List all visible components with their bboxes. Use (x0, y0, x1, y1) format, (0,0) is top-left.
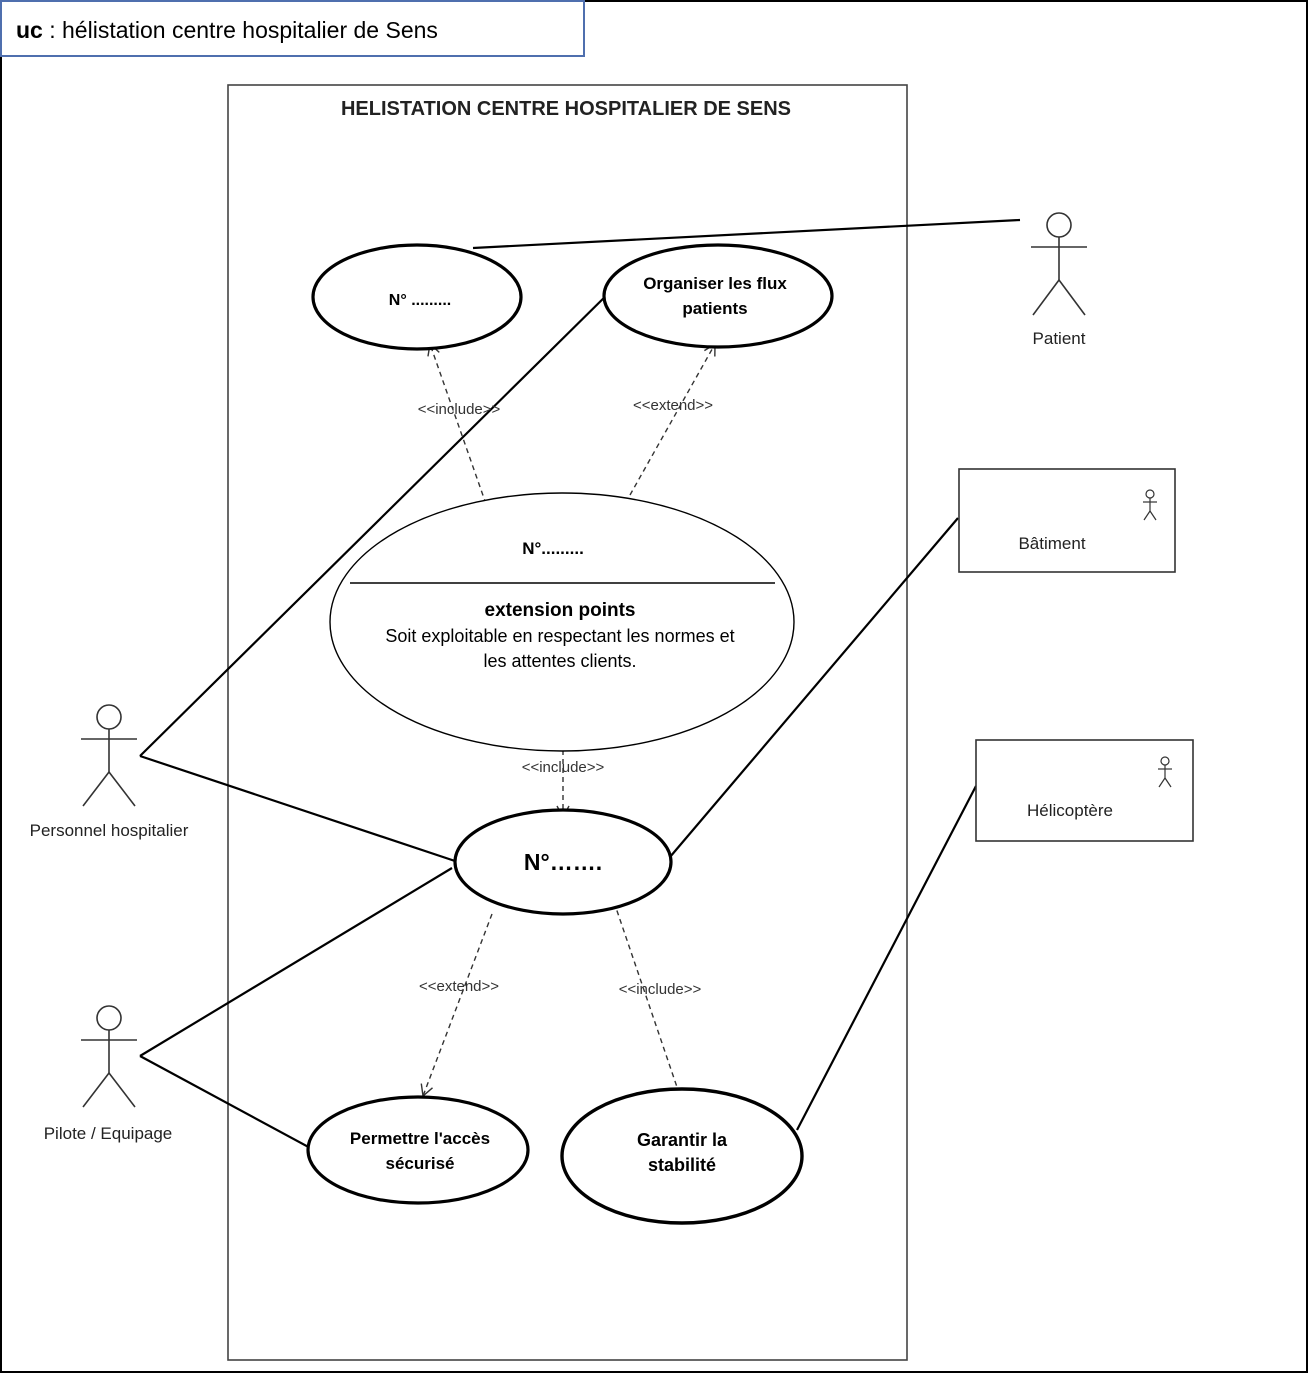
use-case-top-left (311, 243, 523, 351)
actor-batiment-label: Bâtiment (1018, 534, 1085, 553)
extend-top-arrow (629, 342, 716, 496)
patient-head-icon (1046, 212, 1072, 238)
actor-pilote-equipage (81, 1005, 137, 1108)
use-case-acces-line2: sécurisé (386, 1154, 455, 1173)
use-case-organiser-flux (602, 243, 834, 349)
assoc-batiment-main (669, 517, 959, 858)
use-case-center (329, 492, 795, 752)
actor-helicoptere-box (975, 739, 1194, 842)
extension-points-line2: les attentes clients. (483, 651, 636, 671)
include-mid-label: <<include>> (522, 759, 605, 776)
use-case-main-label: N°……. (524, 849, 602, 875)
assoc-pilote-main (139, 867, 453, 1057)
frame-heading: uc : hélistation centre hospitalier de S… (16, 17, 438, 43)
use-case-center-name: N°......... (522, 539, 584, 558)
include-bottom-label: <<include>> (619, 981, 702, 998)
assoc-helicoptere-stabilite (796, 785, 977, 1131)
assoc-personnel-main (139, 754, 459, 864)
assoc-personnel-organiser (139, 281, 621, 757)
extension-points-line1: Soit exploitable en respectant les norme… (385, 626, 734, 646)
use-case-stabilite-line1: Garantir la (637, 1130, 728, 1150)
actor-patient (1031, 212, 1087, 316)
actor-personnel-hospitalier (81, 704, 137, 807)
personnel-head-icon (96, 704, 122, 730)
assoc-patient-uc-top-left (472, 218, 1021, 250)
include-top-label: <<include>> (418, 401, 501, 418)
use-case-organiser-line2: patients (682, 299, 747, 318)
pilote-head-icon (96, 1005, 122, 1031)
use-case-stabilite (560, 1087, 804, 1225)
extension-points-title: extension points (485, 600, 636, 621)
extend-bottom-label: <<extend>> (419, 978, 499, 995)
extend-bottom-arrow (420, 913, 493, 1098)
use-case-main (453, 808, 673, 916)
use-case-acces-securise (306, 1095, 530, 1205)
actor-batiment-box (958, 468, 1176, 573)
helicoptere-stick-icon (1158, 756, 1172, 788)
system-boundary (227, 84, 908, 1361)
use-case-organiser-line1: Organiser les flux (643, 274, 787, 293)
actor-helicoptere-label: Hélicoptère (1027, 801, 1113, 820)
use-case-acces-line1: Permettre l'accès (350, 1129, 490, 1148)
frame-heading-tab (0, 0, 585, 57)
use-case-stabilite-line2: stabilité (648, 1155, 716, 1175)
batiment-stick-icon (1143, 489, 1157, 521)
use-case-top-left-label: N° ......... (389, 292, 451, 309)
actor-patient-label: Patient (1033, 329, 1086, 348)
frame-label: : hélistation centre hospitalier de Sens (43, 17, 438, 43)
actor-pilote-label: Pilote / Equipage (44, 1124, 173, 1143)
include-bottom-line (613, 901, 679, 1091)
actor-personnel-label: Personnel hospitalier (30, 821, 189, 840)
extend-top-label: <<extend>> (633, 397, 713, 414)
frame-keyword: uc (16, 17, 43, 43)
assoc-pilote-acces (139, 1055, 315, 1151)
include-top-arrow (427, 342, 487, 505)
system-title: HELISTATION CENTRE HOSPITALIER DE SENS (341, 98, 791, 120)
